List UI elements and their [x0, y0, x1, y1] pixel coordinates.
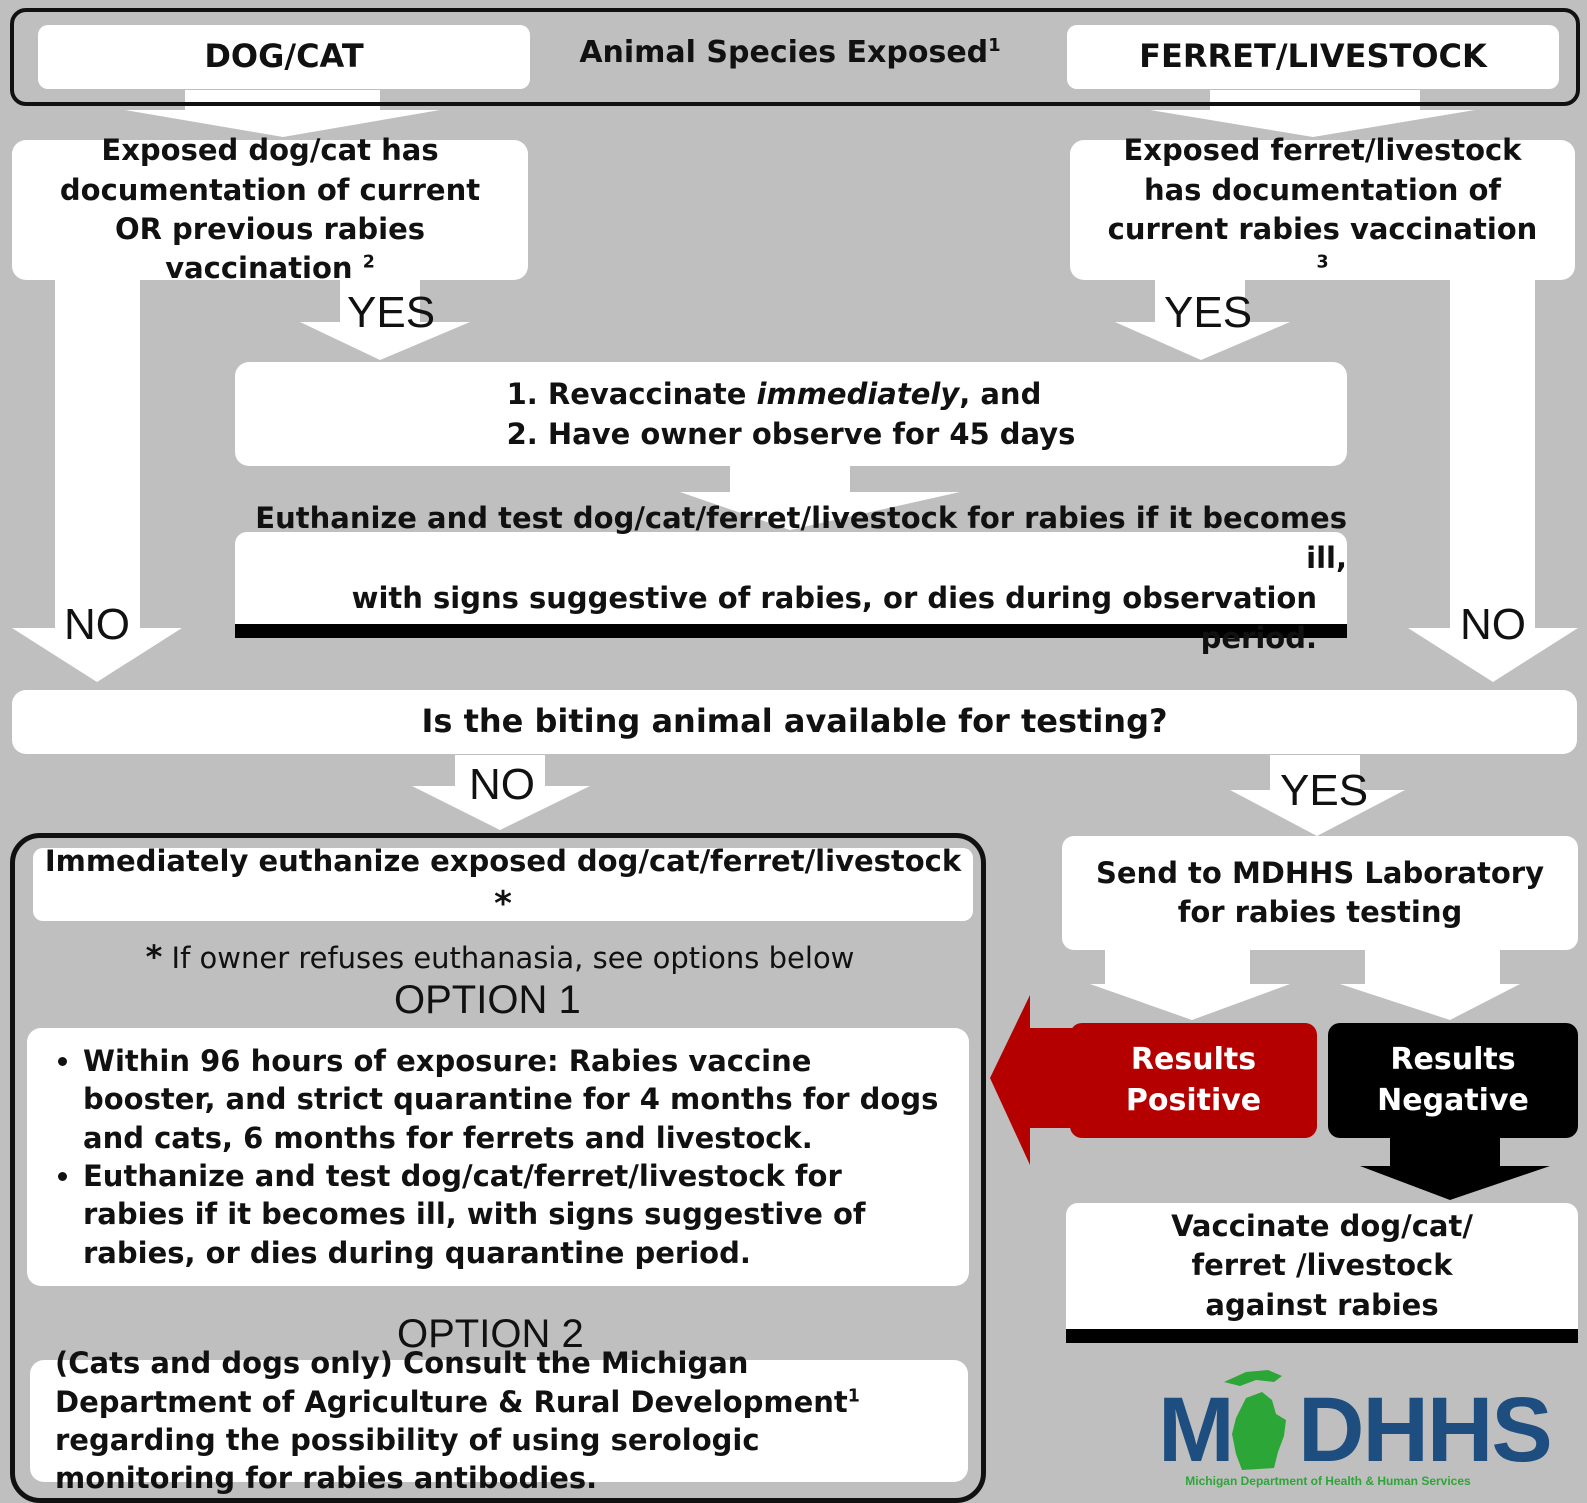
- option-1-bullet-1: Within 96 hours of exposure: Rabies vacc…: [83, 1042, 949, 1157]
- dog-cat-header: DOG/CAT: [38, 25, 530, 89]
- biting-no-label: NO: [469, 760, 535, 809]
- euthanize-if-ill-line-1: Euthanize and test dog/cat/ferret/livest…: [255, 500, 1347, 575]
- arrow-biting-yes: [1230, 755, 1405, 836]
- biting-yes-label: YES: [1280, 766, 1369, 815]
- revaccinate-step-1: 1. Revaccinate immediately, and: [506, 376, 1042, 411]
- logo-dhhs: DHHS: [1298, 1379, 1553, 1481]
- dogcat-yes-label: YES: [347, 288, 436, 337]
- owner-refuses-note: * If owner refuses euthanasia, see optio…: [145, 938, 855, 976]
- option-1-box: Within 96 hours of exposure: Rabies vacc…: [27, 1028, 969, 1286]
- option-1-bullet-2: Euthanize and test dog/cat/ferret/livest…: [83, 1157, 949, 1272]
- biting-animal-question-box: Is the biting animal available for testi…: [12, 690, 1577, 754]
- arrow-revacc-down: [680, 464, 960, 530]
- arrow-down-ferret: [1150, 90, 1475, 137]
- species-header-frame: [10, 8, 1580, 106]
- michigan-map-icon: [1224, 1370, 1286, 1470]
- results-negative-box: Results Negative: [1328, 1023, 1578, 1138]
- revaccinate-box: 1. Revaccinate immediately, and 2. Have …: [235, 362, 1347, 466]
- logo-m: M: [1158, 1379, 1235, 1481]
- arrow-biting-no: [412, 755, 590, 830]
- send-to-lab-text: Send to MDHHS Laboratory for rabies test…: [1096, 855, 1544, 929]
- arrow-left-no: [12, 275, 182, 682]
- arrow-negative-vaccinate: [1360, 1138, 1550, 1200]
- ferret-livestock-header-label: FERRET/LIVESTOCK: [1139, 37, 1487, 76]
- arrow-down-dogcat: [125, 90, 440, 137]
- vaccinate-text: Vaccinate dog/cat/ ferret /livestock aga…: [1171, 1208, 1473, 1322]
- logo-subtitle: Michigan Department of Health & Human Se…: [1185, 1474, 1471, 1488]
- vaccinate-box: Vaccinate dog/cat/ ferret /livestock aga…: [1066, 1203, 1578, 1343]
- ferret-yes-label: YES: [1164, 288, 1253, 337]
- option-2-box: (Cats and dogs only) Consult the Michiga…: [30, 1346, 968, 1495]
- option-1-bullets: Within 96 hours of exposure: Rabies vacc…: [41, 1042, 949, 1272]
- arrow-lab-positive: [1090, 950, 1290, 1020]
- immediately-euthanize-box: Immediately euthanize exposed dog/cat/fe…: [33, 844, 973, 924]
- option-2-title: OPTION 2: [397, 1312, 584, 1356]
- dogcat-no-label: NO: [64, 600, 130, 649]
- ferret-no-label: NO: [1460, 600, 1526, 649]
- arrow-lab-negative: [1340, 950, 1520, 1020]
- arrow-right-yes: [1115, 278, 1290, 360]
- euthanize-if-ill-line-2: with signs suggestive of rabies, or dies…: [351, 581, 1317, 656]
- dogcat-documentation-box: Exposed dog/cat has documentation of cur…: [12, 133, 528, 285]
- biting-animal-question: Is the biting animal available for testi…: [421, 702, 1168, 741]
- mdhhs-logo: M DHHS Michigan Department of Health & H…: [1158, 1368, 1553, 1494]
- arrow-right-no: [1408, 275, 1578, 682]
- euthanize-if-ill-box: Euthanize and test dog/cat/ferret/livest…: [235, 501, 1347, 655]
- arrow-left-yes: [300, 278, 470, 360]
- arrow-positive-left: [990, 995, 1090, 1165]
- results-positive-box: Results Positive: [1070, 1023, 1317, 1138]
- revaccinate-step-2: 2. Have owner observe for 45 days: [506, 417, 1076, 451]
- species-exposed-label: Animal Species Exposed1: [579, 35, 1001, 70]
- dog-cat-header-label: DOG/CAT: [204, 37, 364, 76]
- ferret-livestock-header: FERRET/LIVESTOCK: [1067, 25, 1559, 89]
- option-2-text: (Cats and dogs only) Consult the Michiga…: [55, 1346, 860, 1496]
- send-to-lab-box: Send to MDHHS Laboratory for rabies test…: [1062, 836, 1578, 950]
- ferret-documentation-box: Exposed ferret/livestock has documentati…: [1070, 133, 1575, 280]
- option-1-title: OPTION 1: [394, 978, 581, 1022]
